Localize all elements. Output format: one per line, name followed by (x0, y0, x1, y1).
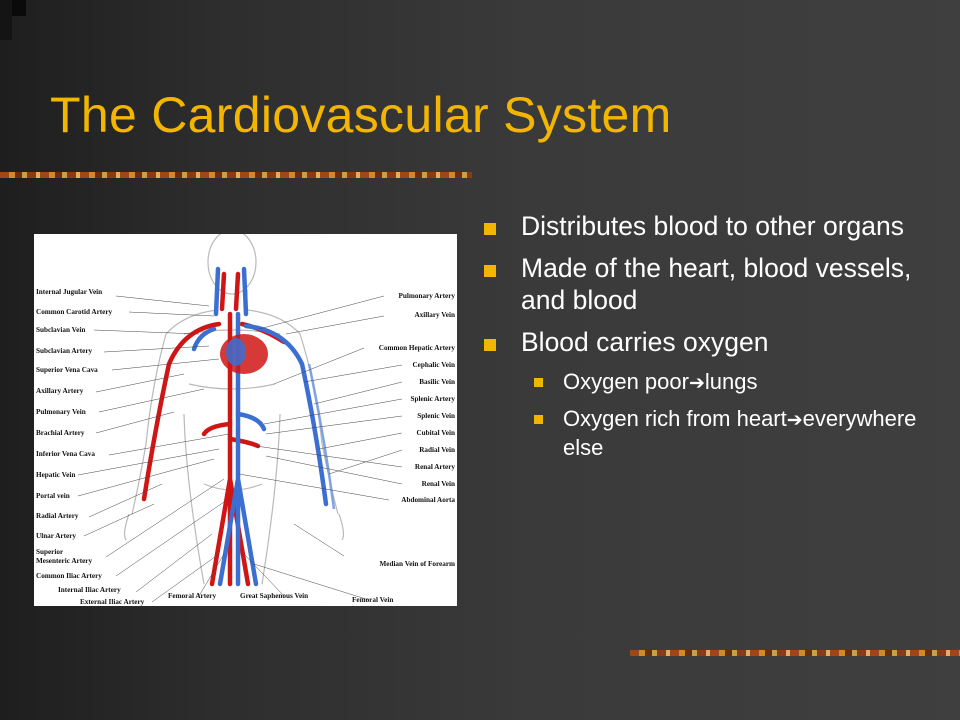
label-axillary-vein: Axillary Vein (414, 311, 455, 319)
cardiovascular-diagram: Internal Jugular Vein Common Carotid Art… (34, 234, 457, 606)
label-femoral-vein: Femoral Vein (352, 596, 394, 604)
label-renal-vein: Renal Vein (421, 480, 455, 488)
label-axillary-artery: Axillary Artery (36, 387, 84, 395)
label-cephalic-vein: Cephalic Vein (412, 361, 455, 369)
label-external-iliac-artery: External Iliac Artery (80, 598, 145, 606)
label-hepatic-vein: Hepatic Vein (36, 471, 76, 479)
label-median-vein-of-forearm: Median Vein of Forearm (379, 560, 455, 568)
label-renal-artery: Renal Artery (414, 463, 455, 471)
label-splenic-vein: Splenic Vein (417, 412, 455, 420)
bullet-item: Made of the heart, blood vessels, and bl… (484, 252, 944, 316)
sub-bullet-text: Oxygen poor (563, 369, 689, 394)
arrow-icon: ➔ (786, 409, 803, 431)
label-pulmonary-artery: Pulmonary Artery (398, 292, 456, 300)
label-brachial-artery: Brachial Artery (36, 429, 85, 437)
decorative-stripe-bottom (630, 650, 960, 656)
label-cubital-vein: Cubital Vein (416, 429, 455, 437)
label-subclavian-artery: Subclavian Artery (36, 347, 93, 355)
label-portal-vein: Portal vein (36, 492, 70, 500)
label-splenic-artery: Splenic Artery (410, 395, 455, 403)
label-pulmonary-vein: Pulmonary Vein (36, 408, 86, 416)
label-mesenteric-artery: Mesenteric Artery (36, 557, 93, 565)
label-great-saphenous-vein: Great Saphenous Vein (240, 592, 309, 600)
label-superior: Superior (36, 548, 64, 556)
sub-bullet-item: Oxygen rich from heart➔everywhere else (484, 405, 944, 461)
label-common-iliac-artery: Common Iliac Artery (36, 572, 102, 580)
label-abdominal-aorta: Abdominal Aorta (401, 496, 455, 504)
bullet-text: Distributes blood to other organs (521, 211, 904, 241)
bullet-list: Distributes blood to other organs Made o… (484, 210, 944, 469)
label-internal-iliac-artery: Internal Iliac Artery (58, 586, 121, 594)
sub-bullet-text: lungs (704, 369, 758, 394)
label-internal-jugular-vein: Internal Jugular Vein (36, 288, 103, 296)
sub-bullet-item: Oxygen poor➔lungs (484, 368, 944, 397)
label-subclavian-vein: Subclavian Vein (36, 326, 86, 334)
body-illustration (77, 234, 403, 603)
slide-title: The Cardiovascular System (50, 87, 672, 143)
label-femoral-artery: Femoral Artery (168, 592, 217, 600)
label-ulnar-artery: Ulnar Artery (36, 532, 76, 540)
bullet-item: Distributes blood to other organs (484, 210, 944, 242)
label-basilic-vein: Basilic Vein (419, 378, 455, 386)
label-common-hepatic-artery: Common Hepatic Artery (378, 344, 455, 352)
arrow-icon: ➔ (688, 372, 705, 394)
bullet-item: Blood carries oxygen (484, 326, 944, 358)
label-radial-vein: Radial Vein (419, 446, 455, 454)
bullet-text: Blood carries oxygen (521, 327, 769, 357)
bullet-text: Made of the heart, blood vessels, and bl… (521, 253, 912, 315)
sub-bullet-text: Oxygen rich from heart (563, 406, 787, 431)
label-common-carotid-artery: Common Carotid Artery (36, 308, 113, 316)
label-inferior-vena-cava: Inferior Vena Cava (36, 450, 95, 458)
corner-block-left (0, 0, 12, 40)
decorative-stripe-top (0, 172, 472, 178)
sub-bullet-text: everywhere else (563, 406, 917, 460)
label-radial-artery: Radial Artery (36, 512, 79, 520)
label-superior-vena-cava: Superior Vena Cava (36, 366, 98, 374)
